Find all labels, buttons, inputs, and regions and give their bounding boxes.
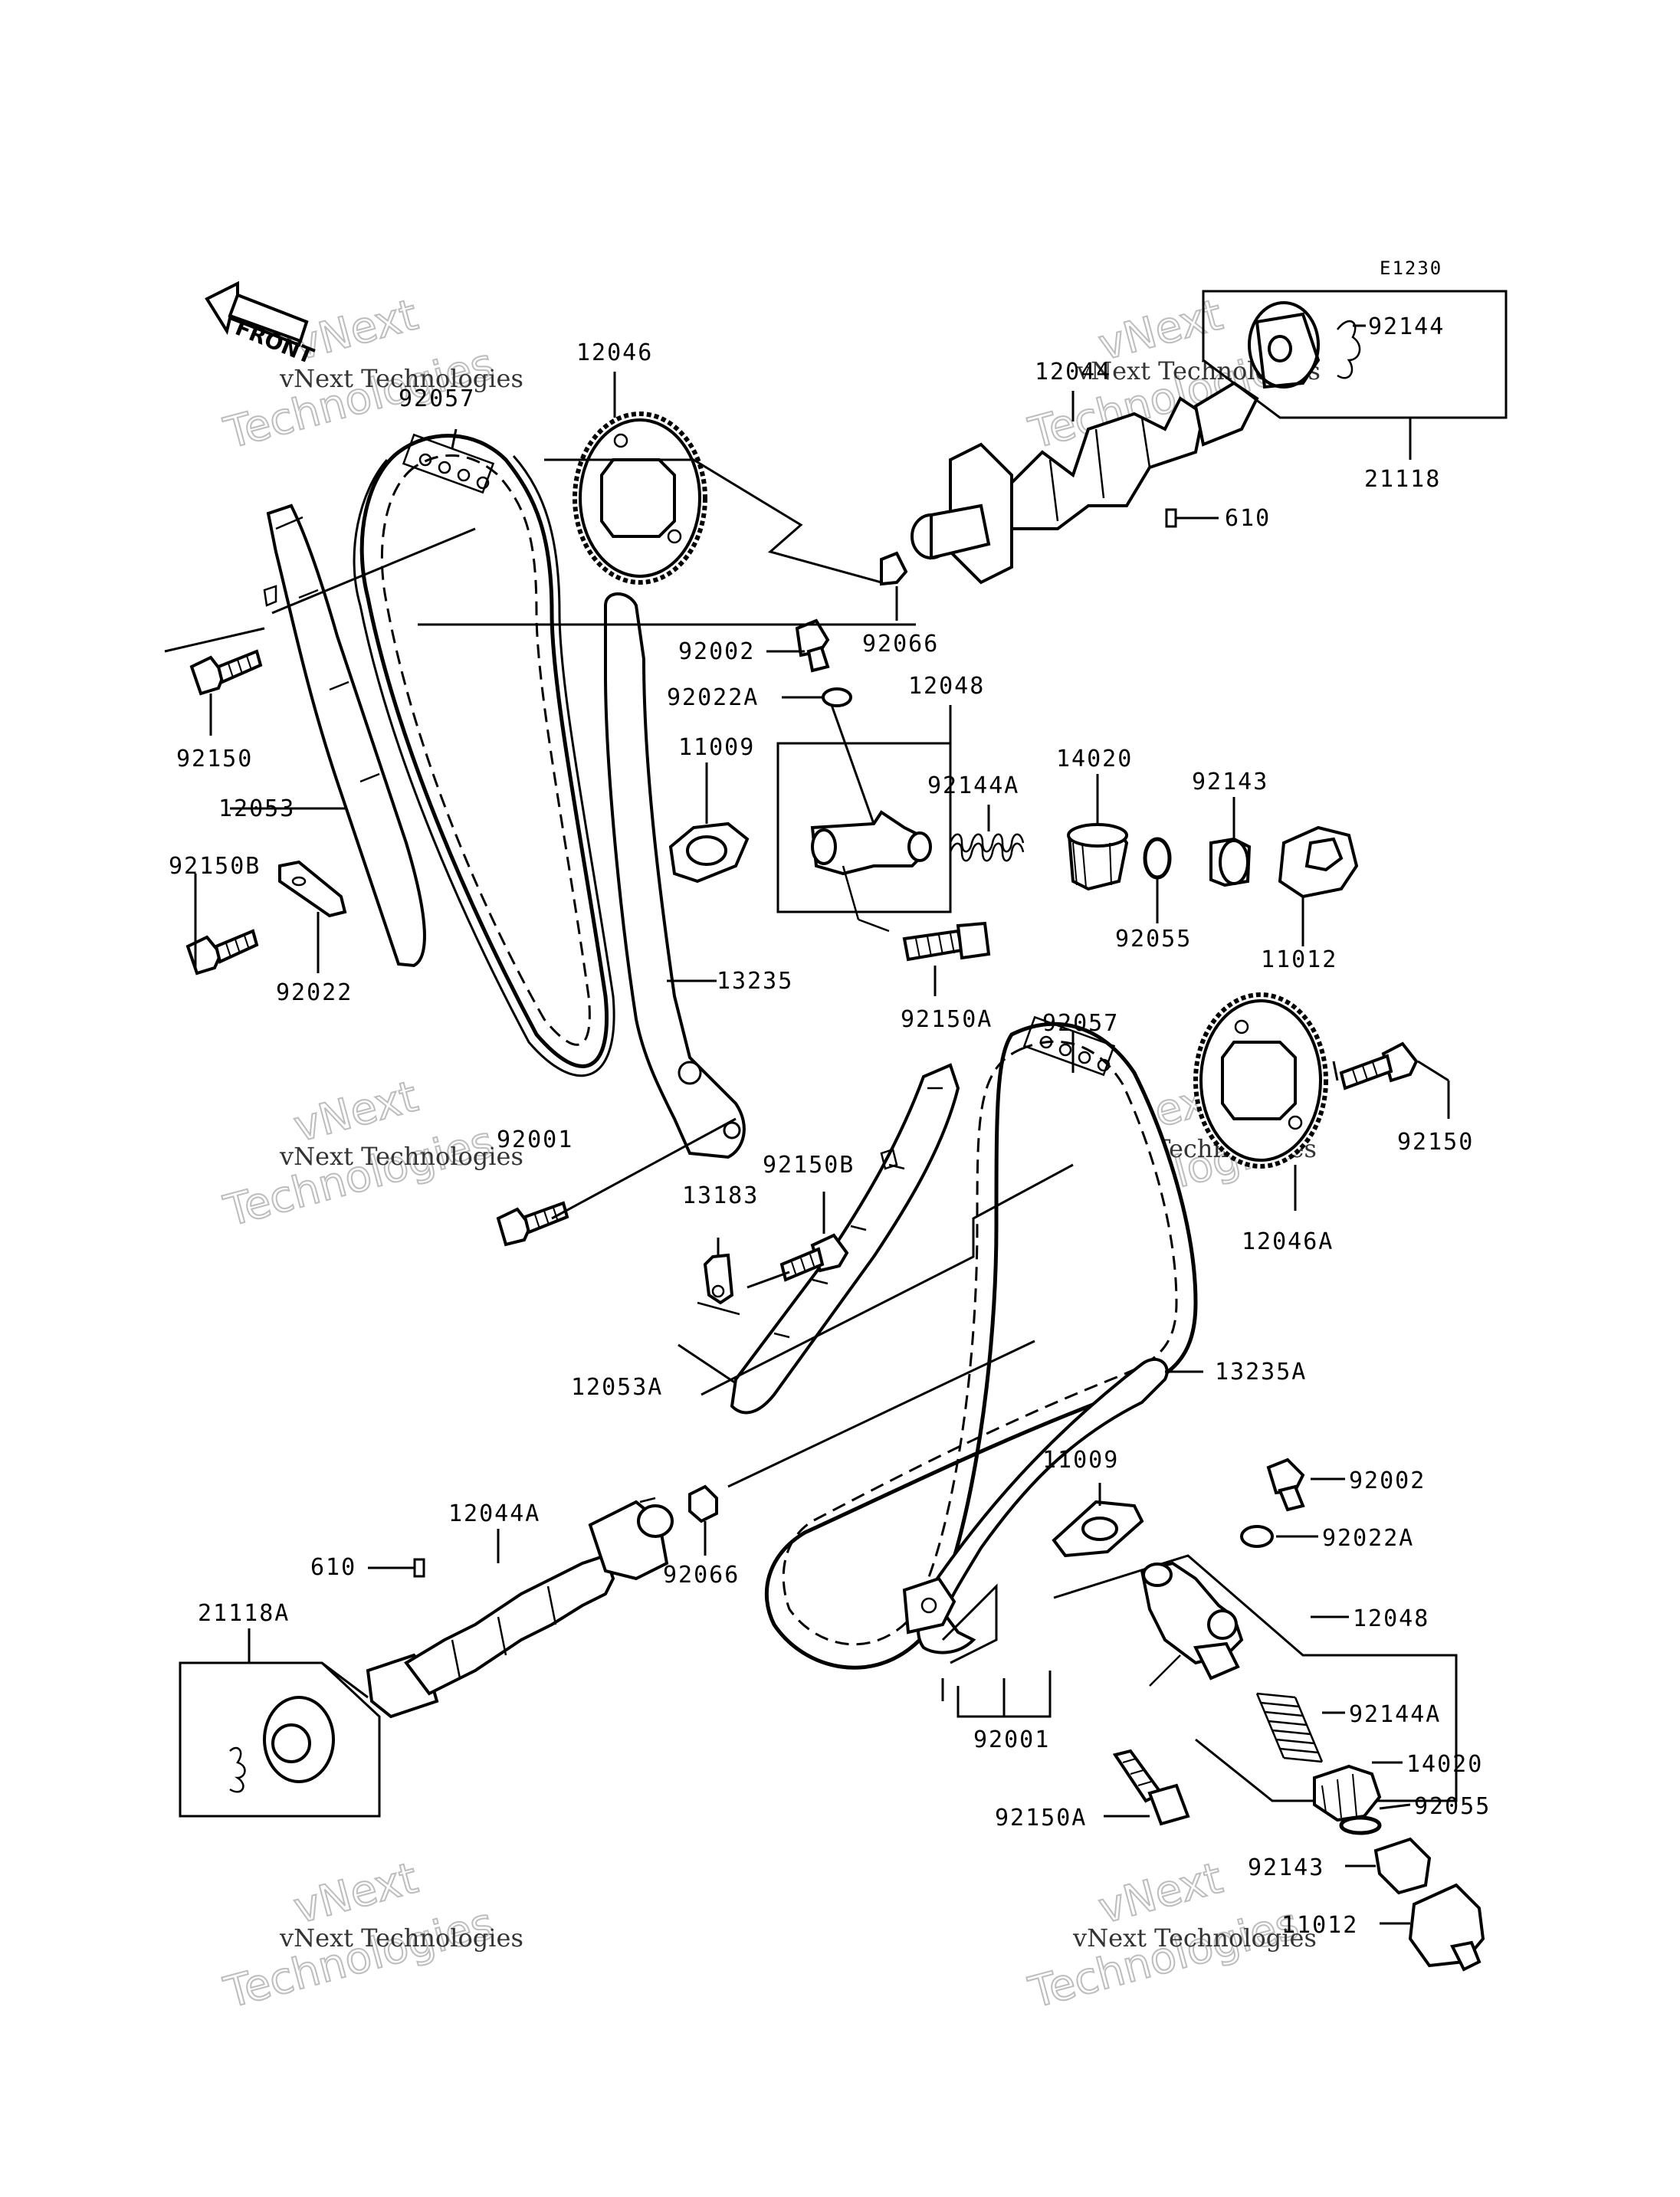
nut-14020-bottom <box>1313 1764 1382 1822</box>
label-12044: 12044 <box>1035 359 1111 385</box>
spacer-92066-top <box>880 551 908 586</box>
o-ring-92055-bottom <box>1339 1815 1382 1835</box>
label-92002-bottom: 92002 <box>1349 1467 1426 1494</box>
label-11009-top: 11009 <box>678 734 755 761</box>
cap-11012-top <box>1278 825 1359 899</box>
label-13235A: 13235A <box>1215 1359 1307 1385</box>
bolt-92002-top <box>795 618 830 673</box>
label-92150-right: 92150 <box>1397 1129 1474 1156</box>
spacer-92143-bottom <box>1373 1837 1432 1895</box>
label-13235: 13235 <box>717 968 793 995</box>
lower-cam-sprocket <box>1193 992 1328 1169</box>
label-92057-mid: 92057 <box>1042 1010 1119 1037</box>
lower-camshaft <box>366 1497 674 1719</box>
label-12053A: 12053A <box>571 1374 663 1401</box>
upper-chain-guide <box>263 503 426 968</box>
label-92144: 92144 <box>1368 313 1445 340</box>
label-92057-top: 92057 <box>399 385 475 412</box>
bolt-92150-left <box>189 649 263 696</box>
bolt-92150-right <box>1339 1041 1419 1090</box>
label-12044A: 12044A <box>448 1500 540 1527</box>
nut-14020-top <box>1067 823 1129 891</box>
label-92055-top: 92055 <box>1115 926 1192 953</box>
tensioner-12048-top <box>776 742 952 933</box>
label-92144A-top: 92144A <box>927 772 1019 799</box>
label-92143-bottom: 92143 <box>1248 1854 1324 1881</box>
label-11012-top: 11012 <box>1261 946 1337 973</box>
label-92022A-bottom: 92022A <box>1322 1525 1414 1552</box>
washer-92022A-top <box>822 687 852 707</box>
watermark-bottom-left: Technologies vNext vNext Technologies <box>218 1852 523 2018</box>
label-11009-bottom: 11009 <box>1042 1447 1119 1474</box>
label-92055-bottom: 92055 <box>1414 1793 1491 1820</box>
label-92001-top: 92001 <box>497 1126 573 1153</box>
spring-92144A-bottom <box>1255 1692 1324 1763</box>
watermark-text: vNext Technologies <box>279 1142 523 1171</box>
upper-tensioner-guide <box>604 592 746 1159</box>
front-arrow-icon: FRONT <box>205 280 317 369</box>
label-610-bottom: 610 <box>310 1554 356 1581</box>
bolt-92002-bottom <box>1266 1458 1305 1512</box>
o-ring-92055-top <box>1143 837 1172 880</box>
label-12053: 12053 <box>218 795 295 822</box>
upper-cam-sprocket <box>573 412 707 585</box>
label-92150B-left: 92150B <box>169 853 261 880</box>
label-92001-bottom: 92001 <box>973 1726 1050 1753</box>
gasket-11009-top <box>668 821 750 884</box>
label-11012-bottom: 11012 <box>1281 1912 1358 1939</box>
lower-decompressor-box <box>179 1661 381 1818</box>
bracket-13183 <box>697 1253 740 1316</box>
watermark-text: vNext Technologies <box>1072 1923 1317 1953</box>
upper-cam-chain <box>353 433 615 1077</box>
lower-chain-guide <box>730 1063 960 1415</box>
leader-lines <box>164 372 1450 1925</box>
label-92002-top: 92002 <box>678 638 755 665</box>
label-21118: 21118 <box>1364 466 1441 493</box>
lower-tensioner-guide <box>902 1358 1169 1654</box>
label-610-top: 610 <box>1225 505 1271 532</box>
label-92066-top: 92066 <box>862 631 939 657</box>
bolt-92150B-left <box>185 929 259 976</box>
tensioner-12048-bottom <box>1053 1554 1458 1802</box>
label-92022A-top: 92022A <box>667 684 759 711</box>
cap-11012-bottom <box>1408 1883 1485 1972</box>
label-92150B-mid: 92150B <box>763 1152 855 1179</box>
label-12048-top: 12048 <box>908 673 985 700</box>
part-labels: 12046 92057 12044 21118 610 92066 92002 … <box>169 339 1491 1939</box>
lower-cam-chain <box>764 1015 1198 1670</box>
spacer-92143-top <box>1209 837 1252 887</box>
label-92066-bottom: 92066 <box>663 1562 740 1589</box>
upper-decompressor-box: 92144 <box>1202 290 1508 419</box>
spacer-92066-bottom <box>688 1484 718 1523</box>
label-14020-top: 14020 <box>1056 746 1133 772</box>
bolt-92001-top <box>496 1201 569 1247</box>
watermark-text: vNext Technologies <box>279 1923 523 1953</box>
spring-92144A-top <box>949 833 1025 862</box>
label-12048-bottom: 12048 <box>1353 1605 1429 1632</box>
bolt-92150B-mid <box>779 1233 849 1282</box>
upper-camshaft <box>911 381 1259 585</box>
washer-92022 <box>278 860 347 918</box>
label-21118A: 21118A <box>198 1600 290 1627</box>
label-92150A-top: 92150A <box>901 1006 993 1033</box>
watermark-text: vNext Technologies <box>279 364 523 393</box>
label-92150A-bottom: 92150A <box>995 1805 1087 1831</box>
gasket-11009-bottom <box>1052 1500 1144 1558</box>
label-92150-left: 92150 <box>176 746 253 772</box>
bolt-92150A-top <box>902 921 991 962</box>
label-92144A-bottom: 92144A <box>1349 1701 1441 1728</box>
washer-92022A-bottom <box>1240 1525 1274 1548</box>
dowel-pin-610-top <box>1165 508 1219 528</box>
label-13183: 13183 <box>682 1182 759 1209</box>
label-92022: 92022 <box>276 979 353 1006</box>
label-92143-top: 92143 <box>1192 769 1268 795</box>
label-14020-bottom: 14020 <box>1406 1751 1483 1778</box>
label-12046: 12046 <box>576 339 653 366</box>
watermark-mid-left: Technologies vNext vNext Technologies <box>218 1071 523 1237</box>
bolt-92150A-bottom <box>1112 1749 1190 1826</box>
dowel-pin-610-bottom <box>368 1558 425 1578</box>
diagram-code: E1230 <box>1380 257 1442 279</box>
label-12046A: 12046A <box>1242 1228 1334 1255</box>
